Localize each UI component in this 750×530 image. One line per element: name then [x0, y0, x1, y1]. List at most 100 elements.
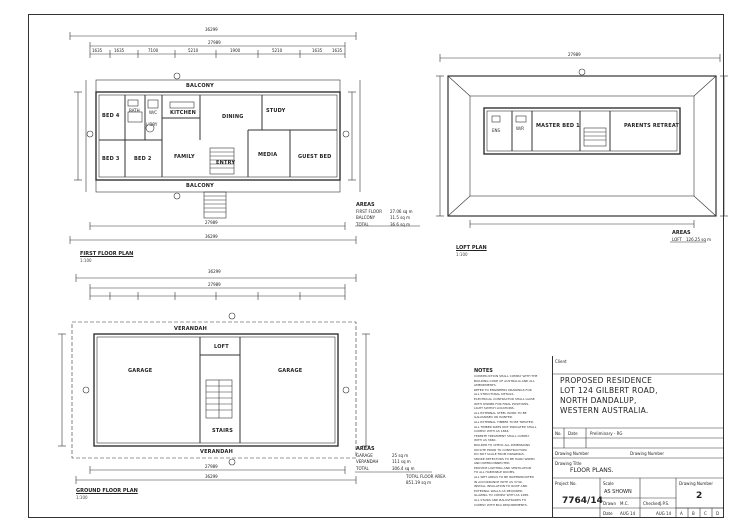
loft-plan-title: LOFT PLAN: [456, 245, 487, 251]
ff-dim-sub-bottom: 27989: [205, 220, 218, 225]
ff-dim-seg: 1635: [92, 48, 103, 53]
notes-line: AMENDMENTS.: [474, 383, 497, 388]
date-label: Date: [603, 511, 613, 516]
room-parents-retreat: PARENTS RETREAT: [624, 123, 680, 129]
ff-total-label: TOTAL: [356, 222, 369, 227]
notes-line: IN ACCORDANCE WITH AS 3740.: [474, 479, 523, 484]
ff-dim-seg: 5210: [272, 48, 283, 53]
notes-line: GALVANISED OR PAINTED.: [474, 415, 514, 420]
first-floor-plan-scale: 1:100: [80, 258, 92, 263]
notes-line: TO ALL HABITABLE ROOMS.: [474, 470, 516, 475]
ff-total-value: 36.6 sq m: [390, 222, 410, 227]
rev-description: Preliminary - RG: [590, 431, 623, 436]
room-verandah-top: VERANDAH: [174, 326, 207, 332]
notes-line: TERMITE TREATMENT SHALL COMPLY: [474, 433, 530, 438]
project-line: PROPOSED RESIDENCE: [560, 376, 653, 385]
room-guest-bed: GUEST BED: [298, 154, 332, 160]
gf-dim-sub: 27989: [208, 282, 221, 287]
notes-line: REFER TO ENGINEERS DRAWINGS FOR: [474, 387, 532, 392]
sheet-border: [28, 14, 724, 518]
notes-line: ALL EXTERNAL TIMBER TO BE TREATED.: [474, 419, 534, 424]
room-bed4: BED 4: [102, 113, 120, 119]
drawn-value: M.C.: [620, 501, 629, 506]
ff-dim-seg: 1900: [230, 48, 241, 53]
ff-dim-seg: 5210: [188, 48, 199, 53]
notes-line: SMOKE DETECTORS TO BE HARD WIRED: [474, 456, 535, 461]
sheet-label: Drawing Number: [679, 481, 713, 486]
room-bath: BATH: [129, 108, 140, 113]
date2-value: AUG 14: [656, 511, 672, 516]
drawing-number-value: Drawing Number: [630, 451, 664, 456]
notes-line: ALL EXTERNAL STEEL WORK TO BE: [474, 410, 527, 415]
drawing-title-label: Drawing Title: [555, 461, 582, 466]
ff-areas-heading: AREAS: [356, 202, 375, 208]
notes-line: ELECTRICAL CONTRACTOR SHALL LIAISE: [474, 396, 535, 401]
date-col-header: Date: [568, 431, 578, 436]
room-kitchen: KITCHEN: [170, 110, 196, 116]
ff-area-value: 27.06 sq m: [390, 209, 413, 214]
notes-line: EXTERNAL WALLS AS REQUIRED.: [474, 488, 524, 493]
notes-heading: NOTES: [474, 368, 493, 374]
ground-floor-plan-title: GROUND FLOOR PLAN: [76, 488, 138, 494]
room-balcony-bottom: BALCONY: [186, 183, 214, 189]
drawn-label: Drawn: [603, 501, 616, 506]
date-value: AUG 14: [620, 511, 636, 516]
rev-letter: D: [716, 511, 720, 516]
gf-floor-area-label: TOTAL FLOOR AREA: [406, 474, 446, 479]
room-dining: DINING: [222, 114, 244, 120]
scale-label: Scale: [603, 481, 614, 486]
gf-verandah-value: 111 sq m: [392, 459, 411, 464]
gf-verandah-label: VERANDAH: [356, 459, 379, 464]
room-garage-left: GARAGE: [128, 368, 153, 374]
ff-dim-seg: 1635: [114, 48, 125, 53]
notes-line: WITH OWNER FOR FINAL POSITIONS.: [474, 401, 530, 406]
notes-line: AND INTERCONNECTED.: [474, 461, 511, 466]
room-family: FAMILY: [174, 154, 195, 160]
room-ldry: L'DRY: [146, 122, 158, 127]
room-garage-right: GARAGE: [278, 368, 303, 374]
general-notes: NOTES CONSTRUCTION SHALL COMPLY WITH THE…: [474, 368, 552, 508]
rev-letter: A: [680, 511, 683, 516]
loft-areas-heading: AREAS: [672, 230, 691, 236]
scale-value: AS SHOWN: [604, 489, 632, 495]
notes-line: CONSTRUCTION SHALL COMPLY WITH THE: [474, 374, 538, 378]
ff-dim-total: 36299: [205, 27, 218, 32]
loft-area-label: LOFT: [672, 237, 682, 242]
project-line: WESTERN AUSTRALIA.: [560, 406, 649, 415]
rev-letter: C: [704, 511, 707, 516]
notes-line: WITH AS 3660.: [474, 438, 497, 443]
drawing-number-label: Drawing Number: [555, 451, 589, 456]
rev-letter: B: [692, 511, 695, 516]
ff-dim-seg: 1635: [332, 48, 343, 53]
gf-dim-sub-bottom: 27989: [205, 464, 218, 469]
ground-floor-plan-scale: 1:100: [76, 495, 88, 500]
notes-line: ON SITE PRIOR TO CONSTRUCTION.: [474, 447, 528, 452]
gf-areas-heading: AREAS: [356, 446, 375, 452]
room-wir: W/R: [516, 126, 525, 131]
project-line: LOT 124 GILBERT ROAD,: [560, 386, 658, 395]
room-stairs: STAIRS: [212, 428, 234, 434]
gf-total-label: TOTAL: [356, 466, 369, 471]
ff-balcony-value: 11.5 sq m: [390, 215, 410, 220]
ff-dim-seg: 1635: [312, 48, 323, 53]
room-verandah-bottom: VERANDAH: [200, 449, 233, 455]
first-floor-plan-title: FIRST FLOOR PLAN: [80, 251, 134, 257]
ff-area-label: FIRST FLOOR: [356, 209, 382, 214]
notes-line: LIGHT SWITCH LOCATIONS.: [474, 406, 515, 411]
notes-line: COMPLY WITH AS 1684.: [474, 429, 510, 434]
client-label: Client: [555, 359, 567, 364]
ff-dim-total-bottom: 36299: [205, 234, 218, 239]
room-bed3: BED 3: [102, 156, 120, 162]
room-ens: ENS: [492, 128, 501, 133]
room-study: STUDY: [266, 108, 286, 114]
gf-garage-label: GARAGE: [356, 453, 373, 458]
notes-line: GLAZING TO COMPLY WITH AS 1288.: [474, 493, 530, 498]
project-line: NORTH DANDALUP,: [560, 396, 637, 405]
sheet-number: 2: [696, 491, 703, 501]
ff-dim-sub: 27989: [208, 40, 221, 45]
project-no-label: Project No.: [555, 481, 577, 486]
notes-line: BUILDING CODE OF AUSTRALIA AND ALL: [474, 378, 535, 383]
